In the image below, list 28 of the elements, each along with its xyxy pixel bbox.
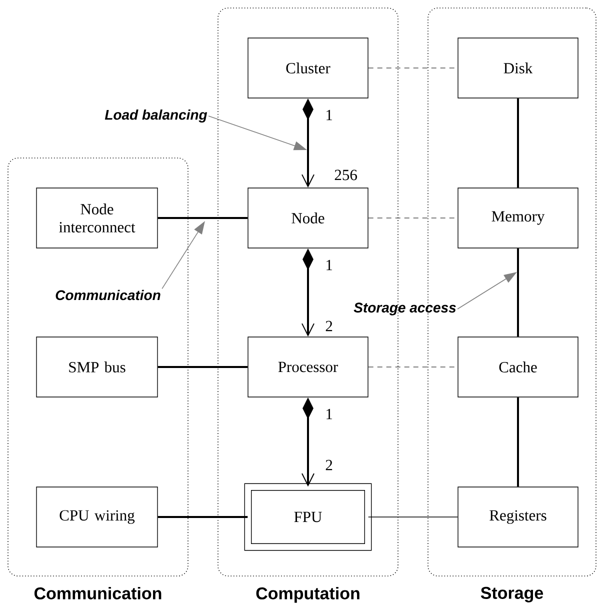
connector-line: [517, 248, 519, 337]
component-box: CPU wiring: [36, 486, 158, 548]
composition-arrow: [302, 98, 314, 188]
callout-text: Communication: [56, 290, 160, 300]
component-box: Processor: [248, 336, 368, 398]
connector-line: [158, 217, 248, 219]
connector-line: [517, 397, 519, 487]
connector-line: [517, 98, 519, 188]
component-box: Disk: [458, 38, 578, 98]
component-box: Memory: [458, 188, 578, 248]
component-box: Cluster: [248, 38, 368, 98]
component-box: Node interconnect: [36, 188, 158, 248]
composition-arrow: [302, 248, 314, 337]
callout-text: Load balancing: [104, 109, 208, 123]
connector-line: [158, 516, 248, 518]
node-label: Communication: [34, 586, 162, 600]
connector-line: [158, 366, 248, 368]
component-box: Cache: [458, 336, 578, 398]
component-box: Registers: [458, 486, 578, 548]
callout-text: Storage access: [354, 302, 456, 316]
component-box: SMP bus: [36, 336, 158, 398]
connector-line: [368, 516, 458, 518]
node-label: Computation: [256, 586, 360, 603]
multiplicity-label: 2: [326, 460, 332, 470]
composition-arrow: [302, 398, 314, 487]
component-box: Node: [248, 188, 368, 248]
node-label: Storage: [480, 586, 544, 602]
component-box: FPU: [244, 483, 372, 551]
